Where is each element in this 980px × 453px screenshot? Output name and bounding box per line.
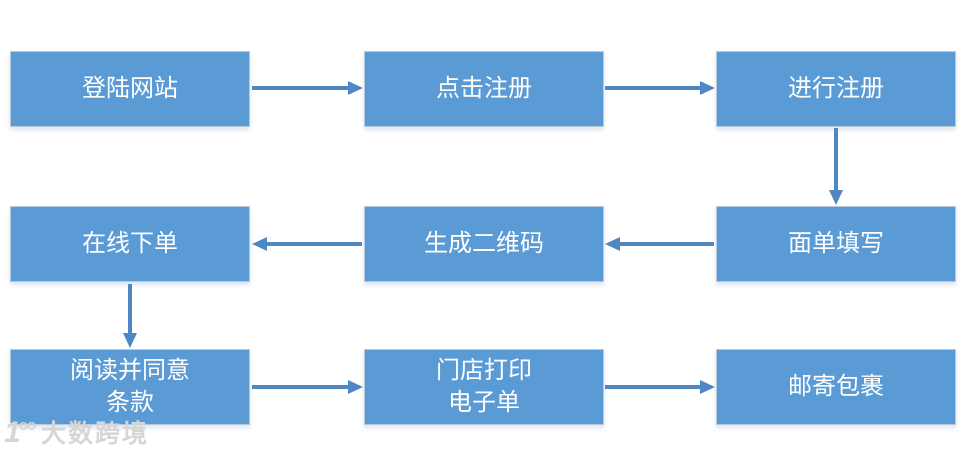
arrow-register-to-waybill-line: [834, 128, 838, 190]
flow-node-label: 门店打印 电子单: [436, 357, 532, 416]
arrow-terms-to-print-line: [252, 385, 348, 389]
arrow-terms-to-print-head-icon: [348, 380, 363, 394]
arrow-order-to-terms-line: [128, 284, 132, 333]
arrow-login-to-click-line: [252, 86, 348, 90]
watermark: 1oo 大数跨境: [4, 418, 149, 448]
flow-node-do-register: 进行注册: [716, 51, 956, 127]
flow-node-label: 登陆网站: [82, 75, 178, 103]
flow-node-label: 点击注册: [436, 75, 532, 103]
arrow-waybill-to-qrcode-head-icon: [605, 237, 620, 251]
arrow-print-to-mail-head-icon: [700, 380, 715, 394]
watermark-text: 大数跨境: [41, 419, 150, 448]
flow-node-label: 进行注册: [788, 75, 884, 103]
flow-node-label: 生成二维码: [424, 230, 544, 258]
flow-node-login-website: 登陆网站: [10, 51, 250, 127]
flow-node-label: 面单填写: [788, 230, 884, 258]
arrow-click-to-register-head-icon: [700, 81, 715, 95]
watermark-logo-icon: 1oo: [4, 416, 36, 449]
arrow-waybill-to-qrcode-line: [620, 242, 714, 246]
flow-node-click-register: 点击注册: [364, 51, 604, 127]
flow-node-store-print: 门店打印 电子单: [364, 349, 604, 425]
arrow-login-to-click-head-icon: [348, 81, 363, 95]
arrow-qrcode-to-order-line: [267, 242, 362, 246]
flow-node-label: 邮寄包裹: [788, 373, 884, 401]
flow-node-label: 在线下单: [82, 230, 178, 258]
arrow-qrcode-to-order-head-icon: [252, 237, 267, 251]
flow-node-mail-package: 邮寄包裹: [716, 349, 956, 425]
flow-node-online-order: 在线下单: [10, 206, 250, 282]
arrow-click-to-register-line: [605, 86, 700, 90]
arrow-order-to-terms-head-icon: [123, 333, 137, 348]
flow-node-agree-terms: 阅读并同意 条款: [10, 349, 250, 425]
flow-node-generate-qrcode: 生成二维码: [364, 206, 604, 282]
arrow-register-to-waybill-head-icon: [829, 190, 843, 205]
arrow-print-to-mail-line: [605, 385, 700, 389]
flow-node-waybill-fill: 面单填写: [716, 206, 956, 282]
flow-node-label: 阅读并同意 条款: [70, 357, 190, 416]
